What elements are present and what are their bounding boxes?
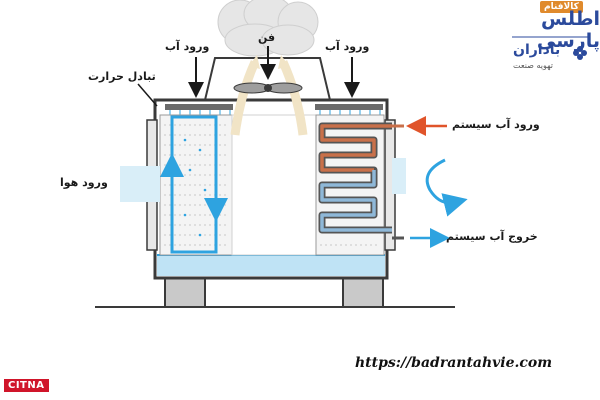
center-column <box>231 114 317 256</box>
fan-icon <box>233 82 303 94</box>
website-url: https://badrantahvie.com <box>355 355 553 371</box>
steam-cloud <box>217 0 319 57</box>
air-inlet-band <box>120 166 160 202</box>
label-heat-exchange: تبادل حرارت <box>88 70 156 83</box>
air-exit-band <box>392 158 406 194</box>
warm-air-arrow-right <box>278 60 308 136</box>
badran-logo-icon <box>573 46 587 60</box>
label-fan: فن <box>258 31 276 44</box>
label-water-in-right: ورود آب <box>325 40 370 53</box>
badran-logo-name: باداران <box>513 42 561 58</box>
label-system-water-in: ورود آب سیستم <box>452 118 540 131</box>
tower-leg-right <box>342 274 384 308</box>
airflow-curl-arrow <box>425 158 468 217</box>
tower-leg-left <box>164 274 206 308</box>
citna-watermark: CITNA <box>4 379 49 392</box>
spray-bar-left <box>165 104 233 115</box>
warm-air-arrow-left <box>230 60 260 136</box>
atlas-logo-tag: کالافنام <box>540 1 583 13</box>
label-water-in-left: ورود آب <box>165 40 210 53</box>
spray-bar-right <box>315 104 383 115</box>
heat-exchange-leader <box>137 83 158 107</box>
label-air-in: ورود هوا <box>60 176 108 189</box>
badran-logo-subtitle: تهویه صنعت <box>513 61 554 70</box>
heat-exchanger-coil <box>318 122 392 234</box>
fill-media-left <box>159 114 233 256</box>
water-basin <box>157 255 385 276</box>
label-system-water-out: خروج آب سیستم <box>446 230 538 243</box>
atlas-logo-name: اطلس پارسی <box>536 8 600 52</box>
